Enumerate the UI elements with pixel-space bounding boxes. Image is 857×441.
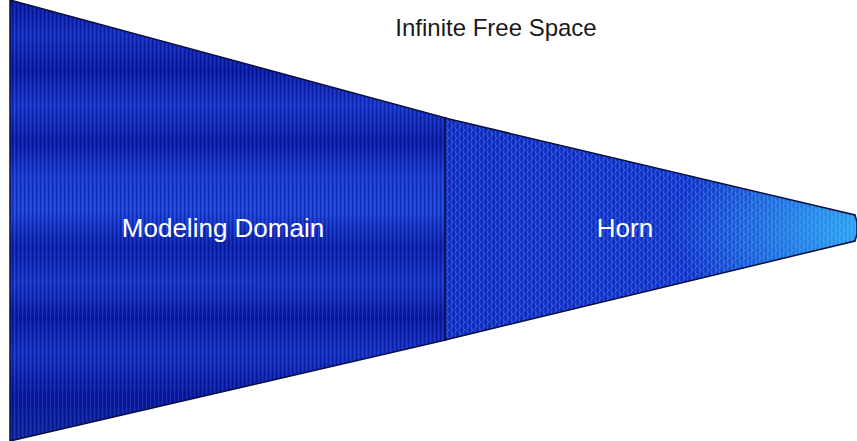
modeling-domain: Modeling Domain: [0, 0, 446, 441]
region-label: Infinite Free Space: [395, 14, 596, 42]
region-fill: [445, 118, 857, 340]
region-fill: [445, 118, 857, 340]
region-name: Modeling Domain: [122, 213, 324, 244]
region-outline: [445, 118, 857, 340]
region-outline: [10, 0, 446, 441]
region-fill: [445, 118, 857, 340]
region-name: Horn: [597, 213, 653, 244]
region-fill: [10, 0, 446, 441]
region-fill: [445, 118, 857, 340]
region-fill: [10, 0, 446, 441]
horn-region: Horn: [445, 118, 857, 340]
